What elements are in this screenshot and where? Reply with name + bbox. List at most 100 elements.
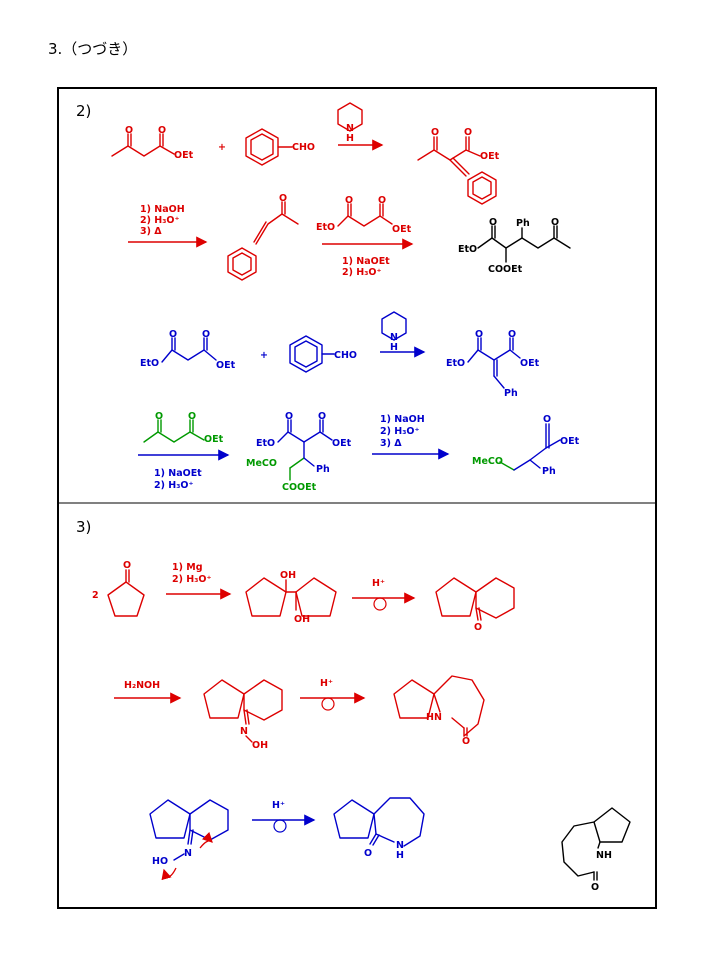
heat-circle-c bbox=[273, 819, 287, 833]
section-2-label: 2) bbox=[76, 102, 91, 120]
oh-c: OH bbox=[252, 740, 268, 751]
eto-d: EtO bbox=[446, 358, 465, 369]
oet-h: OEt bbox=[560, 436, 580, 447]
o-e: O bbox=[378, 195, 386, 206]
nh-h: H bbox=[396, 850, 404, 861]
piperidine-n-b: N bbox=[390, 332, 398, 343]
cond-naoet-b: 1) NaOEt bbox=[154, 468, 202, 479]
piperidine-h-b: H bbox=[390, 342, 398, 353]
oet-e: OEt bbox=[520, 358, 540, 369]
o-n: O bbox=[285, 411, 293, 422]
o-s: O bbox=[462, 736, 470, 747]
oh-b: OH bbox=[294, 614, 310, 625]
eto-a: EtO bbox=[316, 222, 335, 233]
cond-h3o-b: 2) H₃O⁺ bbox=[342, 267, 381, 278]
conditions-r2: 1) NaOH 2) H₃O⁺ 3) Δ bbox=[140, 204, 185, 237]
oet-d: OEt bbox=[216, 360, 236, 371]
o-h: O bbox=[169, 329, 177, 340]
meco-b: MeCO bbox=[472, 456, 503, 467]
piperidine-red: N H bbox=[337, 102, 363, 144]
conditions-r4: 1) NaOH 2) H₃O⁺ 3) Δ bbox=[380, 414, 425, 449]
o-o: O bbox=[318, 411, 326, 422]
page-title: 3.（つづき） bbox=[48, 40, 138, 58]
cyclopentanone: O bbox=[107, 560, 145, 617]
ethyl-acetoacetate: O O OEt bbox=[111, 125, 194, 161]
ho-a: HO bbox=[152, 856, 168, 867]
cho-b: CHO bbox=[334, 350, 357, 361]
o-b: O bbox=[464, 127, 472, 138]
spirolactam-red: HN O bbox=[393, 675, 485, 747]
eto-b: EtO bbox=[458, 244, 477, 255]
diethyl-malonate-blue: O O EtO OEt bbox=[140, 329, 236, 371]
cond-h3o-d: 2) H₃O⁺ bbox=[380, 426, 419, 437]
o-l: O bbox=[155, 411, 163, 422]
ester-o: O bbox=[158, 125, 166, 136]
o-d: O bbox=[345, 195, 353, 206]
ketone-o: O bbox=[125, 125, 133, 136]
ph-d: Ph bbox=[542, 466, 556, 477]
plus-sign-b: + bbox=[260, 350, 268, 361]
n-b: N bbox=[184, 848, 192, 859]
reagent-nh2oh: H₂NOH bbox=[124, 680, 160, 691]
diethyl-malonate-red: O O EtO OEt bbox=[316, 195, 412, 235]
cond-mg: 1) Mg bbox=[172, 562, 203, 573]
hplus-c: H⁺ bbox=[272, 800, 285, 811]
meco-a: MeCO bbox=[246, 458, 277, 469]
eto-c: EtO bbox=[140, 358, 159, 369]
cond-naoh-b: 1) NaOH bbox=[380, 414, 425, 425]
heat-circle-b bbox=[321, 697, 335, 711]
pinacol: OH OH bbox=[245, 570, 337, 625]
cond-h3o: 2) H₃O⁺ bbox=[140, 215, 179, 226]
cond-heat-b: 3) Δ bbox=[380, 438, 402, 449]
o-k: O bbox=[508, 329, 516, 340]
ph-c: Ph bbox=[316, 464, 330, 475]
o-c: O bbox=[279, 193, 287, 204]
spirolactam-blue: O N H bbox=[333, 797, 425, 861]
keto-ester-product: O OEt MeCO Ph bbox=[472, 414, 580, 477]
cooet-a: COOEt bbox=[488, 264, 523, 275]
spiroketone: O bbox=[435, 577, 515, 633]
n-a: N bbox=[240, 726, 248, 737]
cond-h3o-e: 2) H₃O⁺ bbox=[172, 574, 211, 585]
cooet-b: COOEt bbox=[282, 482, 317, 493]
o-i: O bbox=[202, 329, 210, 340]
benzalacetone: O bbox=[227, 193, 299, 281]
piperidine-n: N bbox=[346, 123, 354, 134]
o-g: O bbox=[551, 217, 559, 228]
oet-g: OEt bbox=[332, 438, 352, 449]
oxime-blue: N HO bbox=[149, 799, 229, 881]
spirolactam-black: NH O bbox=[561, 807, 631, 893]
oh-a: OH bbox=[280, 570, 296, 581]
o-a: O bbox=[431, 127, 439, 138]
benzylidene-malonate: O O EtO OEt Ph bbox=[446, 329, 540, 399]
benzaldehyde: CHO bbox=[245, 128, 315, 166]
piperidine-blue: N H bbox=[381, 311, 407, 353]
nh-a: N bbox=[396, 840, 404, 851]
michael-adduct-black: O O Ph EtO COOEt bbox=[458, 217, 571, 275]
cho-label: CHO bbox=[292, 142, 315, 153]
o-p: O bbox=[543, 414, 551, 425]
o-m: O bbox=[188, 411, 196, 422]
michael-adduct-mixed: O O EtO OEt MeCO Ph COOEt bbox=[246, 411, 352, 493]
coefficient-2: 2 bbox=[92, 590, 99, 601]
o-f: O bbox=[489, 217, 497, 228]
heat-circle-a bbox=[373, 597, 387, 611]
ethyl-acetoacetate-green: O O OEt bbox=[143, 411, 224, 445]
plus-sign: + bbox=[218, 142, 226, 153]
cond-naoet: 1) NaOEt bbox=[342, 256, 390, 267]
oet-b: OEt bbox=[480, 151, 500, 162]
hplus-a: H⁺ bbox=[372, 578, 385, 589]
benzaldehyde-blue: CHO bbox=[289, 335, 357, 373]
nh-b: NH bbox=[596, 850, 612, 861]
oxime: N OH bbox=[203, 679, 283, 751]
piperidine-h: H bbox=[346, 133, 354, 144]
frame-outer bbox=[57, 87, 657, 909]
hplus-b: H⁺ bbox=[320, 678, 333, 689]
oet-label: OEt bbox=[174, 150, 194, 161]
eto-e: EtO bbox=[256, 438, 275, 449]
hn-a: HN bbox=[426, 712, 442, 723]
o-j: O bbox=[475, 329, 483, 340]
o-t: O bbox=[364, 848, 372, 859]
oet-f: OEt bbox=[204, 434, 224, 445]
